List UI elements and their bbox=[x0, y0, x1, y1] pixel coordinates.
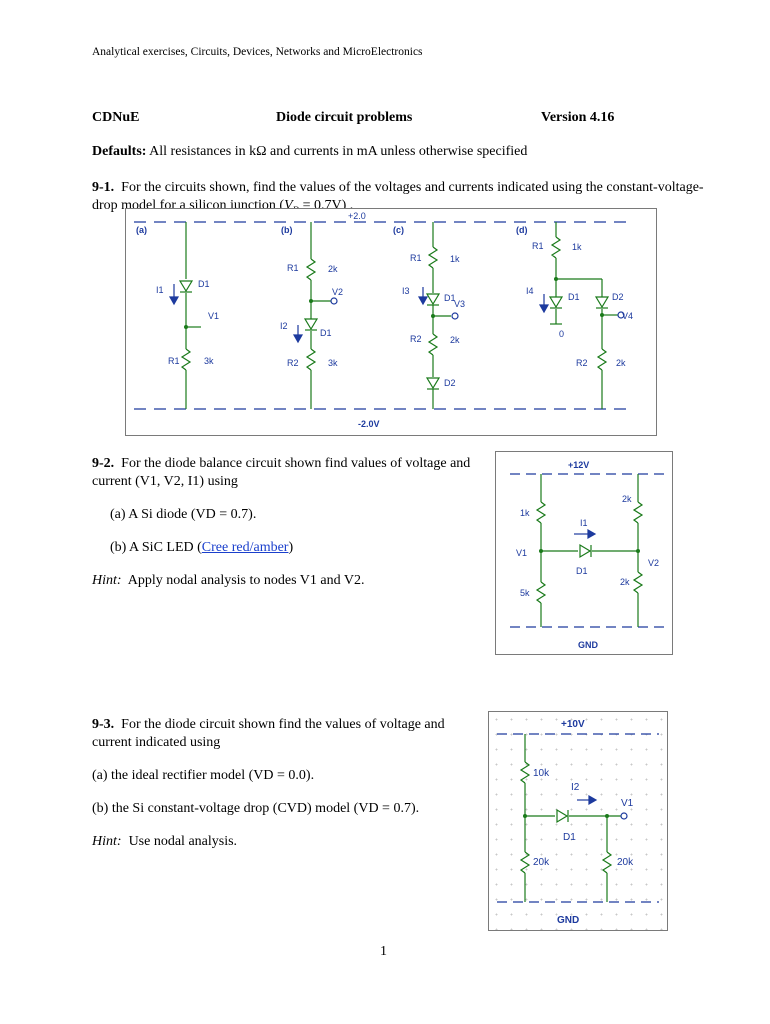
label-D1: D1 bbox=[444, 293, 456, 303]
tag-a: (a) bbox=[136, 225, 147, 235]
hint: Hint: Apply nodal analysis to nodes V1 a… bbox=[92, 572, 482, 590]
label-R4-value: 2k bbox=[620, 577, 630, 587]
label-R2: R2 bbox=[287, 358, 299, 368]
tag-d: (d) bbox=[516, 225, 528, 235]
figure-9-1-circuits: +2.0 -2.0V bbox=[125, 208, 657, 436]
label-R1-value: 1k bbox=[520, 508, 530, 518]
label-V4: V4 bbox=[622, 311, 633, 321]
label-D2: D2 bbox=[612, 292, 624, 302]
ground-label: GND bbox=[578, 640, 599, 650]
label-R2: R2 bbox=[410, 334, 422, 344]
label-I3: I3 bbox=[402, 286, 410, 296]
label-R1-value: 1k bbox=[572, 242, 582, 252]
tag-b: (b) bbox=[281, 225, 293, 235]
supply-label: +10V bbox=[561, 719, 585, 730]
problem-text: For the diode balance circuit shown find… bbox=[121, 456, 471, 471]
part-b-text: ) bbox=[288, 540, 294, 555]
label-D1: D1 bbox=[568, 292, 580, 302]
bottom-rail-label: -2.0V bbox=[358, 419, 380, 429]
label-R1-value: 1k bbox=[450, 254, 460, 264]
label-R1: R1 bbox=[168, 356, 180, 366]
problem-text: For the diode circuit shown find the val… bbox=[121, 717, 445, 732]
problem-text: current indicated using bbox=[92, 735, 221, 750]
problem-number: 9-1. bbox=[92, 180, 115, 195]
label-V1: V1 bbox=[621, 798, 634, 809]
label-I1: I1 bbox=[156, 285, 164, 295]
hint-label: Hint: bbox=[92, 573, 122, 588]
ground-label: GND bbox=[557, 915, 579, 926]
label-D2: D2 bbox=[444, 378, 456, 388]
label-V2: V2 bbox=[332, 287, 343, 297]
label-R3-value: 20k bbox=[617, 857, 634, 868]
part-a: (a) A Si diode (VD = 0.7). bbox=[110, 507, 257, 522]
figure-9-2-circuit: +12V GND 1k 2k I1 V1 V2 D1 5k 2k bbox=[495, 451, 673, 655]
label-ground-0: 0 bbox=[559, 329, 564, 339]
label-R2-value: 20k bbox=[533, 857, 550, 868]
label-R2-value: 2k bbox=[616, 358, 626, 368]
problem-number: 9-2. bbox=[92, 456, 115, 471]
defaults-label: Defaults: bbox=[92, 144, 147, 159]
label-V2: V2 bbox=[648, 558, 659, 568]
label-R1-value: 3k bbox=[204, 356, 214, 366]
part-b-text: (b) A SiC LED ( bbox=[110, 540, 202, 555]
part-b: (b) the Si constant-voltage drop (CVD) m… bbox=[92, 801, 420, 816]
label-I2: I2 bbox=[571, 782, 580, 793]
label-I2: I2 bbox=[280, 321, 288, 331]
label-R2-value: 3k bbox=[328, 358, 338, 368]
top-rail-label: +2.0 bbox=[348, 211, 366, 221]
running-header: Analytical exercises, Circuits, Devices,… bbox=[92, 46, 423, 58]
version-label: Version 4.16 bbox=[541, 110, 615, 125]
label-D1: D1 bbox=[576, 566, 588, 576]
hint-text: Apply nodal analysis to nodes V1 and V2. bbox=[127, 573, 365, 588]
figure-9-3-circuit: +10V GND 10k I2 V1 D1 20k 20k bbox=[488, 711, 668, 931]
hint-text: Use nodal analysis. bbox=[128, 834, 238, 849]
label-R1: R1 bbox=[410, 253, 422, 263]
label-R1-value: 10k bbox=[533, 768, 550, 779]
hint-label: Hint: bbox=[92, 834, 122, 849]
label-R1: R1 bbox=[287, 263, 299, 273]
supply-label: +12V bbox=[568, 460, 589, 470]
label-D1: D1 bbox=[198, 279, 210, 289]
label-R2-value: 2k bbox=[622, 494, 632, 504]
vd-symbol: V bbox=[284, 198, 293, 213]
label-V1: V1 bbox=[516, 548, 527, 558]
tag-c: (c) bbox=[393, 225, 404, 235]
defaults-text: All resistances in kΩ and currents in mA… bbox=[149, 144, 528, 159]
document-title: Diode circuit problems bbox=[276, 110, 413, 125]
problem-text: For the circuits shown, find the values … bbox=[121, 180, 704, 195]
problem-9-3-text: 9-3. For the diode circuit shown find th… bbox=[92, 716, 482, 851]
problem-number: 9-3. bbox=[92, 717, 115, 732]
label-R2-value: 2k bbox=[450, 335, 460, 345]
label-D1: D1 bbox=[563, 832, 576, 843]
hint: Hint: Use nodal analysis. bbox=[92, 833, 482, 851]
problem-9-2-text: 9-2. For the diode balance circuit shown… bbox=[92, 455, 482, 590]
part-b: (b) A SiC LED (Cree red/amber) bbox=[92, 539, 482, 557]
label-I1: I1 bbox=[580, 518, 588, 528]
label-R1-value: 2k bbox=[328, 264, 338, 274]
label-R1: R1 bbox=[532, 241, 544, 251]
label-V3: V3 bbox=[454, 299, 465, 309]
cree-link[interactable]: Cree red/amber bbox=[201, 540, 289, 555]
label-R2: R2 bbox=[576, 358, 588, 368]
part-a: (a) the ideal rectifier model (VD = 0.0)… bbox=[92, 768, 315, 783]
label-R3-value: 5k bbox=[520, 588, 530, 598]
problem-text: current (V1, V2, I1) using bbox=[92, 474, 238, 489]
label-D1: D1 bbox=[320, 328, 332, 338]
defaults-note: Defaults: All resistances in kΩ and curr… bbox=[92, 144, 527, 160]
course-code: CDNuE bbox=[92, 110, 140, 125]
label-I4: I4 bbox=[526, 286, 534, 296]
label-V1: V1 bbox=[208, 311, 219, 321]
page-number: 1 bbox=[380, 944, 387, 959]
